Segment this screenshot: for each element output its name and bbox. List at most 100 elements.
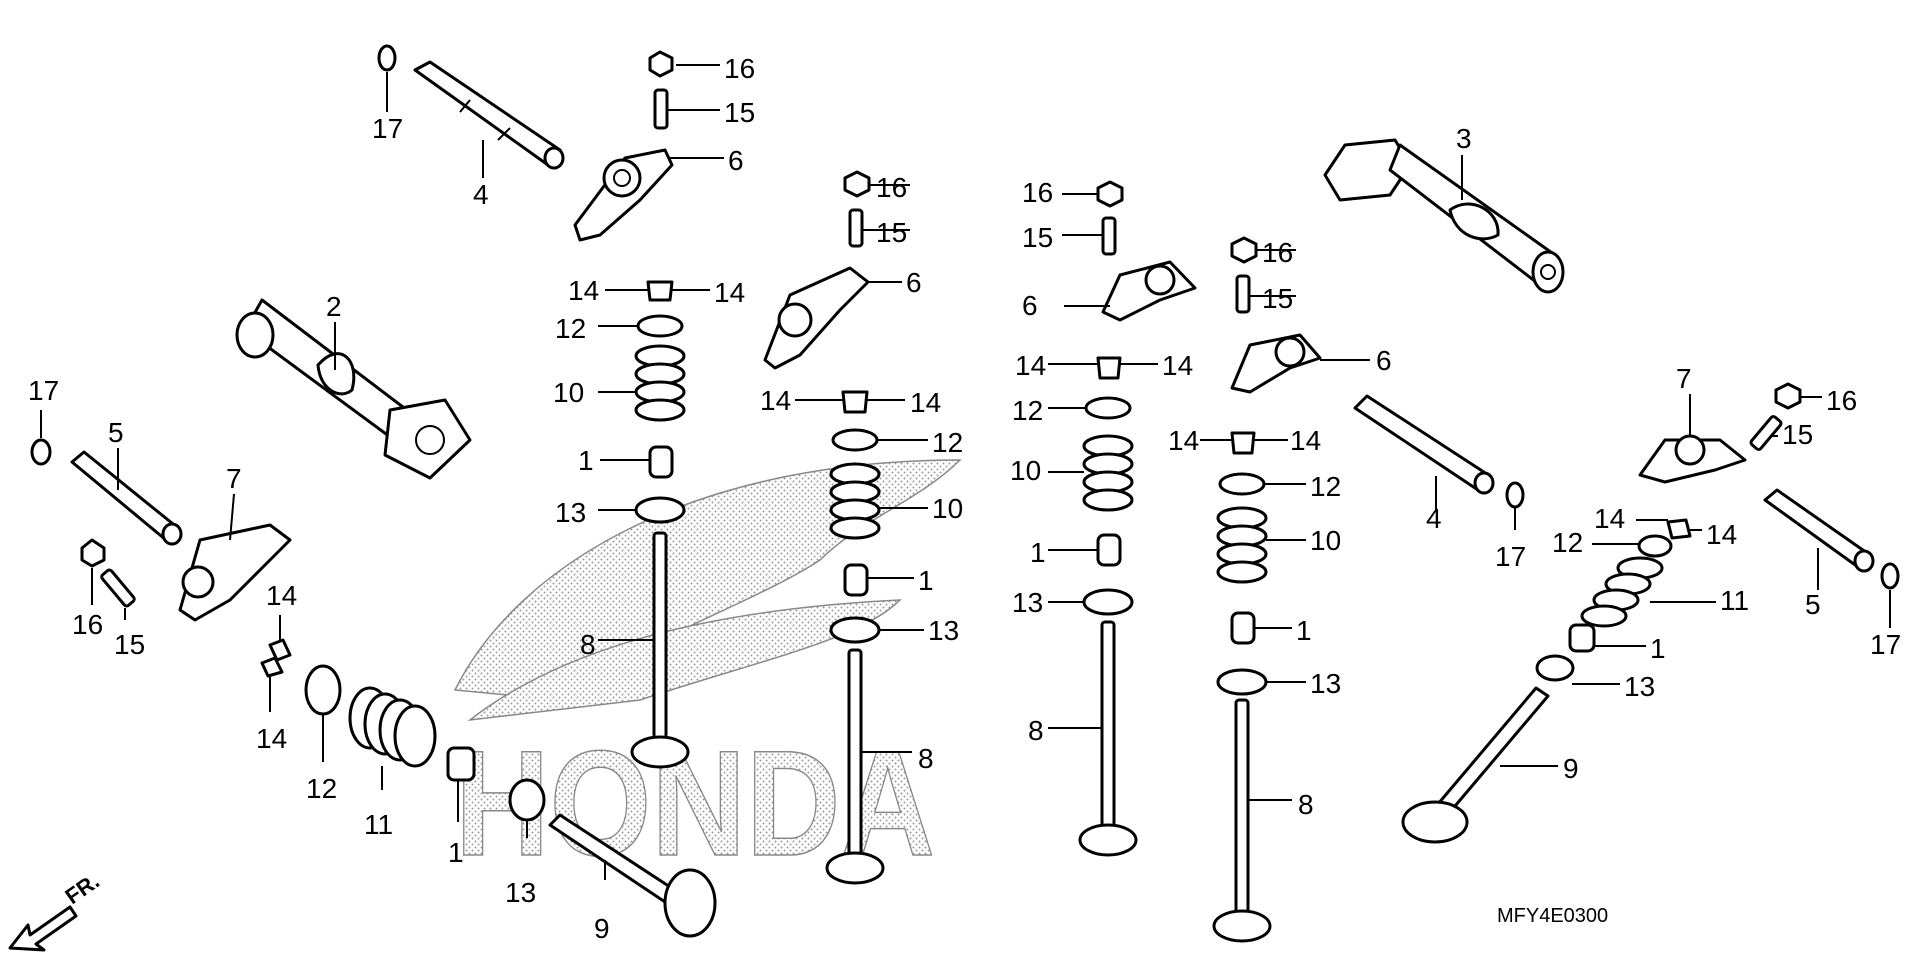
part-callout-number: 15 bbox=[1022, 222, 1053, 253]
cotter-part bbox=[646, 280, 674, 302]
part-callout-number: 14 bbox=[1162, 350, 1193, 381]
part-callout-number: 6 bbox=[1022, 290, 1038, 321]
part-callout-number: 14 bbox=[266, 580, 297, 611]
valve-seal-part bbox=[446, 746, 476, 782]
cotter-part bbox=[1096, 356, 1122, 380]
part-callout-number: 14 bbox=[1290, 425, 1321, 456]
cotter-part bbox=[260, 656, 284, 678]
nut-part bbox=[1774, 382, 1802, 410]
nut-part bbox=[843, 170, 871, 198]
part-callout-number: 16 bbox=[876, 172, 907, 203]
nut-part bbox=[648, 50, 674, 78]
valve-spring-part bbox=[829, 462, 881, 540]
spring-seat-part bbox=[829, 616, 881, 644]
valve-part bbox=[630, 531, 690, 769]
rocker-shaft-part bbox=[70, 450, 183, 546]
part-callout-number: 1 bbox=[1296, 615, 1312, 646]
part-callout-number: 10 bbox=[932, 493, 963, 524]
part-callout-number: 15 bbox=[1782, 419, 1813, 450]
part-callout-number: 14 bbox=[1015, 350, 1046, 381]
part-callout-number: 10 bbox=[553, 377, 584, 408]
valve-spring-part bbox=[348, 686, 437, 768]
valve-seal-part bbox=[1568, 623, 1596, 653]
valve-seal-part bbox=[843, 563, 869, 597]
part-callout-number: 8 bbox=[580, 629, 596, 660]
spring-retainer-part bbox=[831, 428, 879, 452]
part-callout-number: 14 bbox=[714, 277, 745, 308]
valve-spring-part bbox=[1082, 434, 1134, 512]
part-callout-number: 4 bbox=[1426, 503, 1442, 534]
camshaft-part bbox=[235, 298, 472, 480]
washer-part bbox=[1505, 481, 1525, 509]
spring-seat-part bbox=[1082, 588, 1134, 616]
part-callout-number: 7 bbox=[1676, 363, 1692, 394]
wing-mark-lower bbox=[467, 599, 902, 722]
washer-part bbox=[1880, 562, 1900, 590]
valve-seal-part bbox=[648, 445, 674, 479]
part-callout-number: 13 bbox=[505, 877, 536, 908]
part-callout-number: 12 bbox=[1012, 395, 1043, 426]
valve-part bbox=[1212, 698, 1272, 943]
part-callout-number: 12 bbox=[555, 313, 586, 344]
part-callout-number: 12 bbox=[932, 427, 963, 458]
part-callout-number: 16 bbox=[724, 53, 755, 84]
part-callout-number: 9 bbox=[1563, 753, 1579, 784]
part-callout-number: 16 bbox=[1022, 177, 1053, 208]
part-callout-number: 1 bbox=[918, 565, 934, 596]
cotter-part bbox=[841, 390, 869, 414]
part-callout-number: 8 bbox=[1028, 715, 1044, 746]
valve-spring-part bbox=[1580, 556, 1664, 628]
part-callout-number: 1 bbox=[578, 445, 594, 476]
part-callout-number: 2 bbox=[326, 291, 342, 322]
part-callout-number: 16 bbox=[1262, 237, 1293, 268]
part-callout-number: 6 bbox=[906, 267, 922, 298]
cotter-part bbox=[268, 638, 292, 662]
valve-spring-part bbox=[634, 344, 686, 422]
cotter-part bbox=[1230, 431, 1256, 455]
spring-retainer-part bbox=[1637, 534, 1673, 558]
rocker-arm-part bbox=[1230, 333, 1322, 394]
valve-spring-part bbox=[1216, 506, 1268, 584]
rocker-arm-part bbox=[763, 266, 870, 370]
part-callout-number: 12 bbox=[306, 773, 337, 804]
spring-retainer-part bbox=[1218, 472, 1266, 496]
part-callout-number: 8 bbox=[918, 743, 934, 774]
part-callout-number: 1 bbox=[448, 837, 464, 868]
part-callout-number: 16 bbox=[72, 609, 103, 640]
valve-seal-part bbox=[1230, 611, 1256, 645]
part-callout-number: 7 bbox=[226, 463, 242, 494]
adjust-screw-part bbox=[1749, 415, 1783, 451]
part-callout-number: 9 bbox=[594, 913, 610, 944]
valve-seal-part bbox=[1096, 533, 1122, 567]
part-callout-number: 10 bbox=[1310, 525, 1341, 556]
part-callout-number: 6 bbox=[728, 145, 744, 176]
washer-part bbox=[30, 438, 52, 466]
rocker-shaft-part bbox=[1763, 488, 1875, 573]
nut-part bbox=[1230, 236, 1258, 264]
part-callout-number: 1 bbox=[1650, 633, 1666, 664]
valve-part bbox=[1078, 620, 1138, 857]
part-callout-number: 17 bbox=[372, 113, 403, 144]
part-callout-number: 15 bbox=[876, 217, 907, 248]
part-callout-number: 8 bbox=[1298, 789, 1314, 820]
part-callout-number: 15 bbox=[114, 629, 145, 660]
adjust-screw-part bbox=[848, 208, 864, 248]
front-direction-label: FR. bbox=[61, 868, 104, 909]
part-callout-number: 11 bbox=[1720, 585, 1749, 616]
rocker-arm-part bbox=[573, 148, 674, 242]
leader-line bbox=[229, 493, 235, 541]
cotter-part bbox=[1666, 518, 1692, 540]
part-callout-number: 13 bbox=[1310, 668, 1341, 699]
part-callout-number: 5 bbox=[1805, 589, 1821, 620]
adjust-screw-part bbox=[100, 568, 136, 608]
part-callout-number: 17 bbox=[28, 375, 59, 406]
callout-layer: 1741615616156161561615632175716151414121… bbox=[28, 53, 1901, 944]
part-callout-number: 12 bbox=[1552, 527, 1583, 558]
part-callout-number: 13 bbox=[1012, 587, 1043, 618]
part-callout-number: 17 bbox=[1495, 541, 1526, 572]
front-direction-arrow-icon: FR. bbox=[8, 868, 104, 952]
part-callout-number: 14 bbox=[910, 387, 941, 418]
part-callout-number: 14 bbox=[1168, 425, 1199, 456]
part-callout-number: 12 bbox=[1310, 471, 1341, 502]
part-callout-number: 14 bbox=[1706, 519, 1737, 550]
